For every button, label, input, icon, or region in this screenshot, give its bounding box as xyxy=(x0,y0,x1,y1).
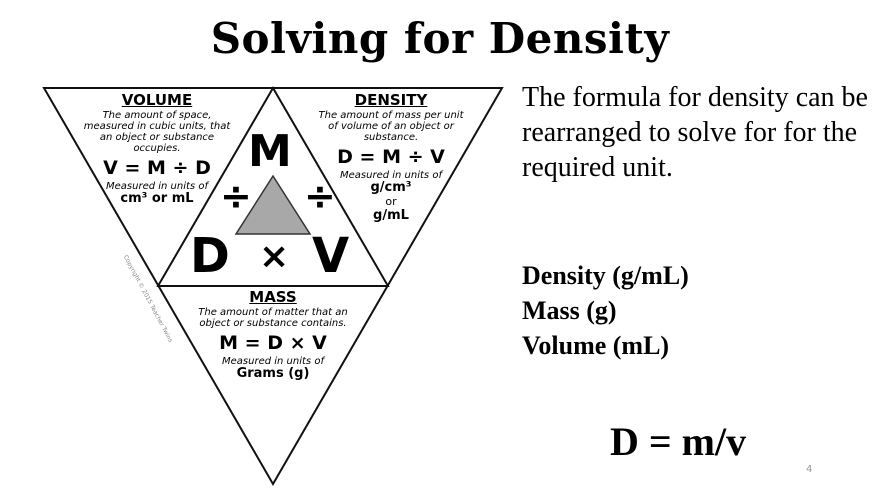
density-unit-or: or xyxy=(385,195,397,208)
volume-unit-lead: Measured in units of xyxy=(106,181,208,192)
mass-formula: M = D × V xyxy=(219,332,327,354)
units-list: Density (g/mL) Mass (g) Volume (mL) xyxy=(522,258,862,363)
density-formula: D = M ÷ V xyxy=(337,146,445,168)
inner-triangle xyxy=(156,86,390,287)
unit-density: Density (g/mL) xyxy=(522,261,689,290)
center-letter-d: D xyxy=(190,228,230,284)
density-description: The amount of mass per unit of volume of… xyxy=(318,110,464,143)
density-unit-1: g/cm³ xyxy=(370,180,412,195)
divide-right-symbol: ÷ xyxy=(304,174,336,218)
volume-unit: cm³ or mL xyxy=(120,191,194,206)
unit-volume: Volume (mL) xyxy=(522,331,670,360)
volume-formula: V = M ÷ D xyxy=(103,157,211,179)
density-triangle-diagram: VOLUME The amount of space, measured in … xyxy=(40,84,510,489)
mass-unit-lead: Measured in units of xyxy=(222,356,324,367)
center-letter-v: V xyxy=(312,228,350,284)
mass-description: The amount of matter that an object or s… xyxy=(198,307,348,329)
center-letter-m: M xyxy=(248,126,292,177)
triangle-lines xyxy=(42,86,504,486)
volume-description: The amount of space, measured in cubic u… xyxy=(83,110,231,154)
density-unit-2: g/mL xyxy=(373,208,409,223)
page-number: 4 xyxy=(806,464,813,475)
mass-heading: MASS xyxy=(249,288,297,306)
times-symbol: × xyxy=(259,236,290,277)
volume-panel: VOLUME The amount of space, measured in … xyxy=(62,91,252,206)
density-unit-lead: Measured in units of xyxy=(340,170,442,181)
center-triangle xyxy=(234,174,312,235)
slide-title: Solving for Density xyxy=(210,14,670,63)
mass-unit: Grams (g) xyxy=(236,366,310,381)
density-formula-large: D = m/v xyxy=(610,419,747,464)
divide-left-symbol: ÷ xyxy=(220,174,252,218)
density-panel: DENSITY The amount of mass per unit of v… xyxy=(296,91,486,223)
density-heading: DENSITY xyxy=(354,91,428,109)
mass-panel: MASS The amount of matter that an object… xyxy=(173,288,373,381)
unit-mass: Mass (g) xyxy=(522,296,617,325)
volume-heading: VOLUME xyxy=(121,91,193,109)
explanation-text: The formula for density can be rearrange… xyxy=(522,82,868,183)
